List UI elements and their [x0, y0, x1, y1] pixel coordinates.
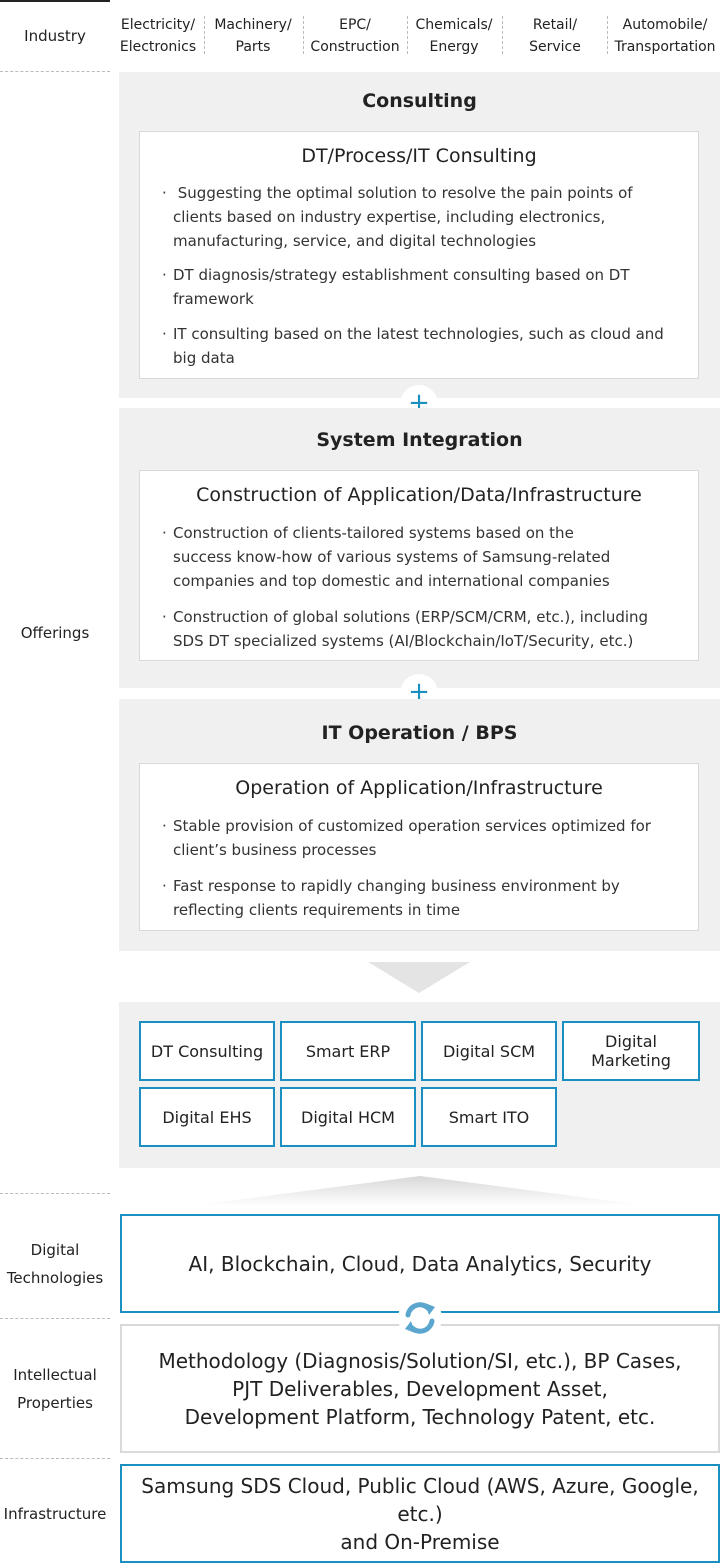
industry-machinery-parts: Machinery/ Parts	[214, 17, 292, 55]
system-integration-title: System Integration	[316, 429, 523, 451]
label-offerings: Offerings	[20, 624, 90, 642]
consulting-subtitle: DT/Process/IT Consulting	[301, 145, 537, 167]
industry-separator	[607, 16, 608, 54]
consulting-bullet-2: DT diagnosis/strategy establishment cons…	[162, 263, 682, 311]
industry-retail-service: Retail/ Service	[529, 17, 581, 55]
it-operation-title: IT Operation / BPS	[321, 722, 518, 744]
solution-digital-scm: Digital SCM	[421, 1021, 557, 1081]
infrastructure-text: Samsung SDS Cloud, Public Cloud (AWS, Az…	[141, 1473, 699, 1554]
divider-digital-technologies	[0, 1318, 110, 1319]
divider-offerings	[0, 1193, 110, 1194]
label-infrastructure: Infrastructure	[3, 1505, 107, 1523]
it-operation-bullet-1: Stable provision of customized operation…	[162, 814, 652, 862]
solution-dt-consulting: DT Consulting	[139, 1021, 275, 1081]
solution-smart-erp: Smart ERP	[280, 1021, 416, 1081]
intellectual-properties-text: Methodology (Diagnosis/Solution/SI, etc.…	[158, 1348, 682, 1429]
industry-automobile-transportation: Automobile/ Transportation	[614, 17, 716, 55]
it-operation-subtitle: Operation of Application/Infrastructure	[235, 777, 603, 799]
industry-chemicals-energy: Chemicals/ Energy	[415, 17, 493, 55]
system-integration-bullet-2: Construction of global solutions (ERP/SC…	[162, 605, 652, 653]
it-operation-bullet-2: Fast response to rapidly changing busine…	[162, 874, 632, 922]
solution-digital-marketing: Digital Marketing	[562, 1021, 700, 1081]
it-operation-detail-box: Operation of Application/Infrastructure …	[139, 763, 699, 931]
top-rule	[0, 0, 110, 2]
divider-industry	[0, 71, 110, 72]
system-integration-detail-box: Construction of Application/Data/Infrast…	[139, 470, 699, 661]
label-industry: Industry	[24, 27, 86, 45]
infrastructure-box: Samsung SDS Cloud, Public Cloud (AWS, Az…	[120, 1464, 720, 1563]
industry-separator	[303, 16, 304, 54]
divider-intellectual-properties	[0, 1458, 110, 1459]
industry-epc-construction: EPC/ Construction	[310, 17, 400, 55]
system-integration-bullet-1: Construction of clients-tailored systems…	[162, 521, 632, 593]
system-integration-subtitle: Construction of Application/Data/Infrast…	[196, 484, 642, 506]
digital-technologies-text: AI, Blockchain, Cloud, Data Analytics, S…	[188, 1251, 652, 1276]
industry-separator	[204, 16, 205, 54]
system-integration-panel: System Integration Construction of Appli…	[119, 408, 720, 688]
consulting-panel: Consulting DT/Process/IT Consulting Sugg…	[119, 72, 720, 398]
intellectual-properties-box: Methodology (Diagnosis/Solution/SI, etc.…	[120, 1324, 720, 1453]
consulting-title: Consulting	[362, 90, 477, 112]
industry-electricity-electronics: Electricity/ Electronics	[119, 17, 197, 55]
label-digital-technologies: Digital Technologies	[6, 1241, 104, 1287]
cycle-arrows-icon	[398, 1296, 442, 1340]
industry-separator	[502, 16, 503, 54]
down-arrow-icon	[368, 962, 470, 993]
solution-smart-ito: Smart ITO	[421, 1087, 557, 1147]
label-intellectual-properties: Intellectual Properties	[13, 1366, 97, 1412]
solution-digital-hcm: Digital HCM	[280, 1087, 416, 1147]
consulting-detail-box: DT/Process/IT Consulting Suggesting the …	[139, 131, 699, 379]
it-operation-panel: IT Operation / BPS Operation of Applicat…	[119, 699, 720, 951]
consulting-bullet-3: IT consulting based on the latest techno…	[162, 322, 682, 370]
solution-digital-ehs: Digital EHS	[139, 1087, 275, 1147]
industry-separator	[407, 16, 408, 54]
consulting-bullet-1: Suggesting the optimal solution to resol…	[162, 181, 682, 253]
up-triangle-icon	[190, 1176, 650, 1206]
